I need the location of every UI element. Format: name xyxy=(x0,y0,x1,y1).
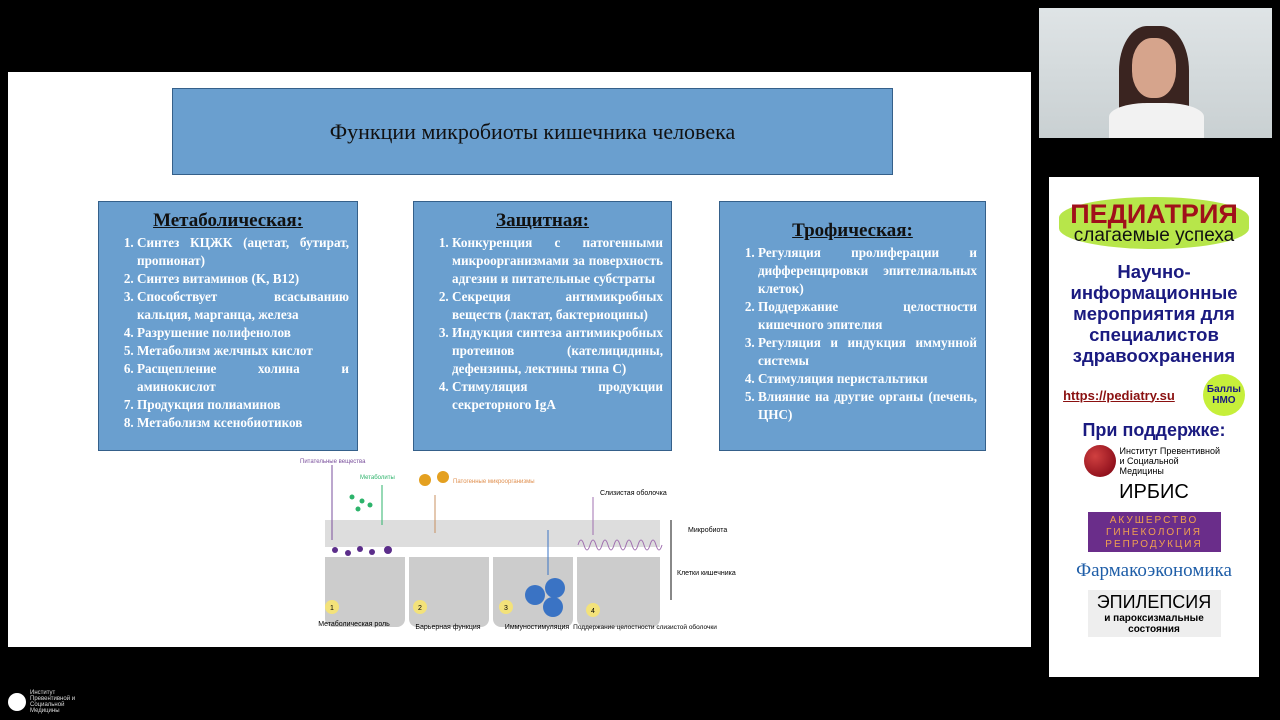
slide-title: Функции микробиоты кишечника человека xyxy=(172,88,893,175)
presentation-slide: Функции микробиоты кишечника человека Ме… xyxy=(8,72,1031,647)
footer-logo: Институт Превентивной и Социальной Медиц… xyxy=(8,690,90,714)
trophic-box: Трофическая: Регуляция пролиферации и ди… xyxy=(719,201,986,451)
list-item: Поддержание целостности кишечного эпител… xyxy=(758,298,977,334)
mucosa-label: Слизистая оболочка xyxy=(600,489,667,497)
metabolic-box: Метаболическая: Синтез КЦЖК (ацетат, бут… xyxy=(98,201,358,451)
list-item: Секреция антимикробных веществ (лактат, … xyxy=(452,288,663,324)
list-item: Продукция полиаминов xyxy=(137,396,349,414)
sponsor-irbis: ИРБИС xyxy=(1119,481,1189,503)
role-label: Иммуностимуляция xyxy=(505,624,570,631)
role-number: 1 xyxy=(330,605,334,612)
brand-title: ПЕДИАТРИЯ xyxy=(1070,199,1238,229)
brand-subtitle: слагаемые успеха xyxy=(1073,225,1235,246)
list-item: Метаболизм ксенобиотиков xyxy=(137,414,349,432)
protective-box: Защитная: Конкуренция с патогенными микр… xyxy=(413,201,672,451)
sponsor-epilepsy-subtitle: и пароксизмальные состояния xyxy=(1104,613,1204,635)
list-item: Конкуренция с патогенными микроорганизма… xyxy=(452,234,663,288)
metabolites-label: Метаболиты xyxy=(360,475,395,481)
list-item: Расщепление холина и аминокислот xyxy=(137,360,349,396)
pediatria-logo: ПЕДИАТРИЯ слагаемые успеха xyxy=(1059,197,1249,249)
footer-logo-text: Институт Превентивной и Социальной Медиц… xyxy=(30,690,76,714)
cells-label: Клетки кишечника xyxy=(677,570,736,577)
role-number: 4 xyxy=(591,608,595,615)
institute-logo-icon xyxy=(8,693,26,711)
list-item: Синтез витаминов (K, B12) xyxy=(137,270,349,288)
role-number: 2 xyxy=(418,605,422,612)
sponsor-epilepsy: ЭПИЛЕПСИЯ xyxy=(1096,592,1212,612)
list-item: Влияние на другие органы (печень, ЦНС) xyxy=(758,388,977,424)
speaker-webcam xyxy=(1039,8,1272,138)
list-item: Индукция синтеза антимикробных протеинов… xyxy=(452,324,663,378)
role-number: 3 xyxy=(504,605,508,612)
pathogens-label: Патогенные микроорганизмы xyxy=(453,479,535,485)
list-item: Стимуляция перистальтики xyxy=(758,370,977,388)
list-item: Синтез КЦЖК (ацетат, бутират, пропионат) xyxy=(137,234,349,270)
sponsor-banner: ПЕДИАТРИЯ слагаемые успеха Научно-информ… xyxy=(1049,177,1259,677)
nmo-badge: Баллы НМО xyxy=(1202,374,1245,416)
sponsor-obstetrics: АКУШЕРСТВО ГИНЕКОЛОГИЯ РЕПРОДУКЦИЯ xyxy=(1087,512,1221,552)
support-heading: При поддержке: xyxy=(1082,420,1226,440)
list-item: Способствует всасыванию кальция, марганц… xyxy=(137,288,349,324)
microbiota-diagram: Питательные вещества Метаболиты Патогенн… xyxy=(300,459,736,631)
box-heading: Защитная: xyxy=(496,210,589,231)
info-text: Научно-информационные мероприятия для сп… xyxy=(1070,261,1238,366)
role-label: Барьерная функция xyxy=(415,624,480,631)
sponsor-pharmacoeconomics: Фармакоэкономика xyxy=(1076,560,1232,581)
nutrients-label: Питательные вещества xyxy=(300,459,366,465)
list-item: Стимуляция продукции секреторного IgA xyxy=(452,378,663,414)
list-item: Разрушение полифенолов xyxy=(137,324,349,342)
box-heading: Метаболическая: xyxy=(153,210,303,231)
list-item: Регуляция пролиферации и дифференцировки… xyxy=(758,244,977,298)
list-item: Регуляция и индукция иммунной системы xyxy=(758,334,977,370)
microbiota-label: Микробиота xyxy=(688,526,727,534)
list-item: Метаболизм желчных кислот xyxy=(137,342,349,360)
sponsor-institute: Институт Превентивной и Социальной Медиц… xyxy=(1119,446,1221,476)
role-label: Метаболическая роль xyxy=(318,620,390,628)
box-heading: Трофическая: xyxy=(792,220,913,241)
role-label: Поддержание целостности слизистой оболоч… xyxy=(573,623,717,631)
institute-logo-icon xyxy=(1083,445,1116,477)
website-link[interactable]: https://pediatry.su xyxy=(1063,387,1175,403)
